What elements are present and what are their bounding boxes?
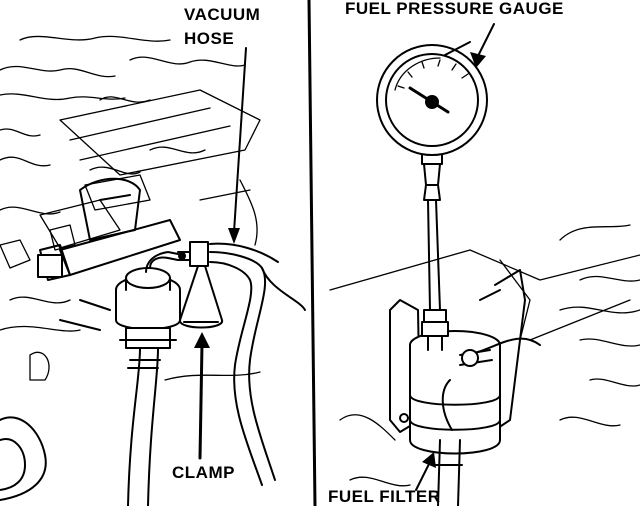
fuel-filter-label: FUEL FILTER [328,487,441,506]
clamp-pointer [194,332,210,460]
fuel-rail [37,177,181,331]
clamp-label: CLAMP [172,463,235,482]
tee-fitting [177,241,209,267]
regulator-fuel-hose [127,347,141,506]
pressure-regulator [115,251,181,349]
vacuum-hose-pointer [228,47,247,244]
left-panel-engine: VACUUM HOSE CLAMP [0,5,306,506]
vacuum-hose [209,242,306,486]
clamp-illustration [179,265,223,329]
fuel-filter-canister [409,330,541,506]
fuel-pressure-gauge-label: FUEL PRESSURE GAUGE [345,0,564,18]
fuel-filter-pointer [415,452,436,491]
large-lower-hose [0,416,47,501]
engine-background [0,35,261,381]
right-panel-filter: FUEL PRESSURE GAUGE FUEL FILTER [328,0,640,506]
gauge-pointer [470,23,495,68]
vacuum-hose-label-line1: VACUUM [184,5,260,24]
panel-divider [307,0,317,506]
vacuum-hose-label-line2: HOSE [184,29,234,48]
gauge-hose [421,147,449,351]
fuel-pressure-gauge [376,41,488,156]
filter-background [329,224,640,487]
